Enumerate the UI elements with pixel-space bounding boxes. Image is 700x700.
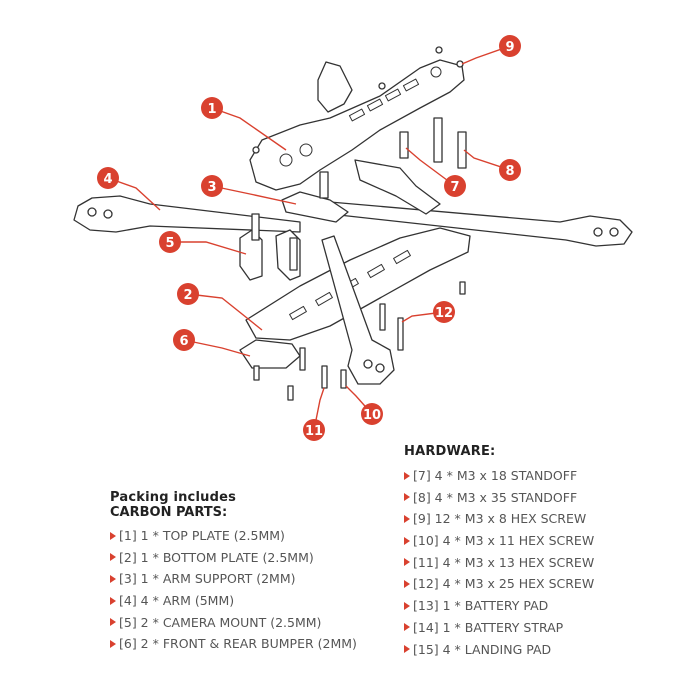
svg-text:9: 9 <box>505 40 514 55</box>
triangle-bullet-icon <box>110 596 116 605</box>
top-plate <box>249 59 465 191</box>
standoff-18 <box>399 131 409 159</box>
arm-support <box>281 191 349 223</box>
arm-front-right <box>354 159 441 215</box>
arm-right <box>329 201 633 247</box>
list-item: [11] 4 * M3 x 13 HEX SCREW <box>404 552 594 574</box>
screw-25 <box>397 317 404 351</box>
standoff <box>289 237 298 271</box>
callout-8: 8 <box>499 159 521 181</box>
hex-screw <box>252 146 260 154</box>
hex-screw <box>435 46 443 54</box>
callout-10: 10 <box>361 403 383 425</box>
triangle-bullet-icon <box>404 493 410 502</box>
svg-text:5: 5 <box>165 236 174 251</box>
callout-7: 7 <box>444 175 466 197</box>
standoff-35 <box>457 131 467 169</box>
list-item: [2] 1 * BOTTOM PLATE (2.5MM) <box>110 547 357 569</box>
standoff-18 <box>319 171 329 199</box>
list-item: [5] 2 * CAMERA MOUNT (2.5MM) <box>110 612 357 634</box>
triangle-bullet-icon <box>404 558 410 567</box>
svg-text:10: 10 <box>363 408 381 423</box>
screw <box>287 385 294 401</box>
bumper <box>239 339 301 369</box>
arm-hole <box>609 227 619 237</box>
arm-front-left <box>321 235 395 385</box>
callout-markers: 1 2 3 4 5 6 7 8 9 10 11 12 <box>97 35 521 441</box>
svg-text:3: 3 <box>207 180 216 195</box>
list-item: [4] 4 * ARM (5MM) <box>110 590 357 612</box>
triangle-bullet-icon <box>404 601 410 610</box>
triangle-bullet-icon <box>110 618 116 627</box>
standoff-35 <box>433 117 443 163</box>
list-item: [14] 1 * BATTERY STRAP <box>404 617 594 639</box>
hex-screw <box>378 82 386 90</box>
svg-text:12: 12 <box>435 306 453 321</box>
callout-2: 2 <box>177 283 199 305</box>
screw-25 <box>379 303 386 331</box>
triangle-bullet-icon <box>110 574 116 583</box>
list-item: [7] 4 * M3 x 18 STANDOFF <box>404 465 594 487</box>
triangle-bullet-icon <box>404 645 410 653</box>
svg-text:1: 1 <box>207 102 216 117</box>
list-item: [3] 1 * ARM SUPPORT (2MM) <box>110 568 357 590</box>
triangle-bullet-icon <box>404 514 410 523</box>
standoff <box>251 213 260 241</box>
hardware-title: HARDWARE: <box>404 444 496 459</box>
triangle-bullet-icon <box>404 536 410 545</box>
callout-6: 6 <box>173 329 195 351</box>
screw-13 <box>321 365 328 389</box>
callout-1: 1 <box>201 97 223 119</box>
triangle-bullet-icon <box>110 531 116 540</box>
callout-5: 5 <box>159 231 181 253</box>
triangle-bullet-icon <box>404 471 410 480</box>
callout-12: 12 <box>433 301 455 323</box>
list-item: [13] 1 * BATTERY PAD <box>404 595 594 617</box>
svg-text:2: 2 <box>183 288 192 303</box>
triangle-bullet-icon <box>110 553 116 562</box>
list-item: [15] 4 * LANDING PAD <box>404 639 594 661</box>
screw <box>253 365 260 381</box>
carbon-parts-list: Packing includes CARBON PARTS: [1] 1 * T… <box>110 490 357 655</box>
callout-11: 11 <box>303 419 325 441</box>
triangle-bullet-icon <box>404 623 410 632</box>
arm-hole <box>87 207 97 217</box>
arm-hole <box>593 227 603 237</box>
packing-title: Packing includes <box>110 490 237 505</box>
svg-text:7: 7 <box>450 180 459 195</box>
callout-3: 3 <box>201 175 223 197</box>
list-item: [6] 2 * FRONT & REAR BUMPER (2MM) <box>110 633 357 655</box>
list-item: [8] 4 * M3 x 35 STANDOFF <box>404 487 594 509</box>
arm-left <box>73 195 301 233</box>
carbon-parts-title: CARBON PARTS: <box>110 505 228 520</box>
screw <box>459 281 466 295</box>
arm-hole <box>103 209 113 219</box>
triangle-bullet-icon <box>110 639 116 648</box>
screw-11 <box>340 369 347 389</box>
callout-9: 9 <box>499 35 521 57</box>
list-item: [10] 4 * M3 x 11 HEX SCREW <box>404 530 594 552</box>
top-plate-arm <box>317 61 353 113</box>
list-item: [12] 4 * M3 x 25 HEX SCREW <box>404 573 594 595</box>
svg-text:4: 4 <box>103 172 112 187</box>
hardware-list: HARDWARE: [7] 4 * M3 x 18 STANDOFF [8] 4… <box>404 444 594 660</box>
triangle-bullet-icon <box>404 579 410 588</box>
list-item: [1] 1 * TOP PLATE (2.5MM) <box>110 525 357 547</box>
svg-text:11: 11 <box>305 424 323 439</box>
list-item: [9] 12 * M3 x 8 HEX SCREW <box>404 508 594 530</box>
svg-text:8: 8 <box>505 164 514 179</box>
callout-4: 4 <box>97 167 119 189</box>
screw <box>299 347 306 371</box>
svg-text:6: 6 <box>179 334 188 349</box>
